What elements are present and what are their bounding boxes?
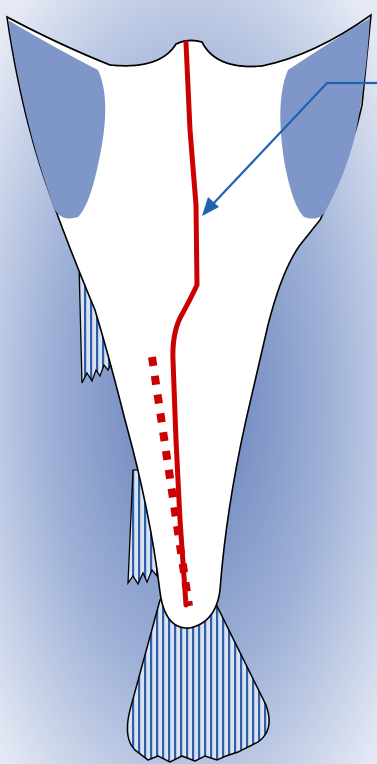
fish-diagram [0, 0, 377, 764]
diagram-canvas [0, 0, 377, 764]
